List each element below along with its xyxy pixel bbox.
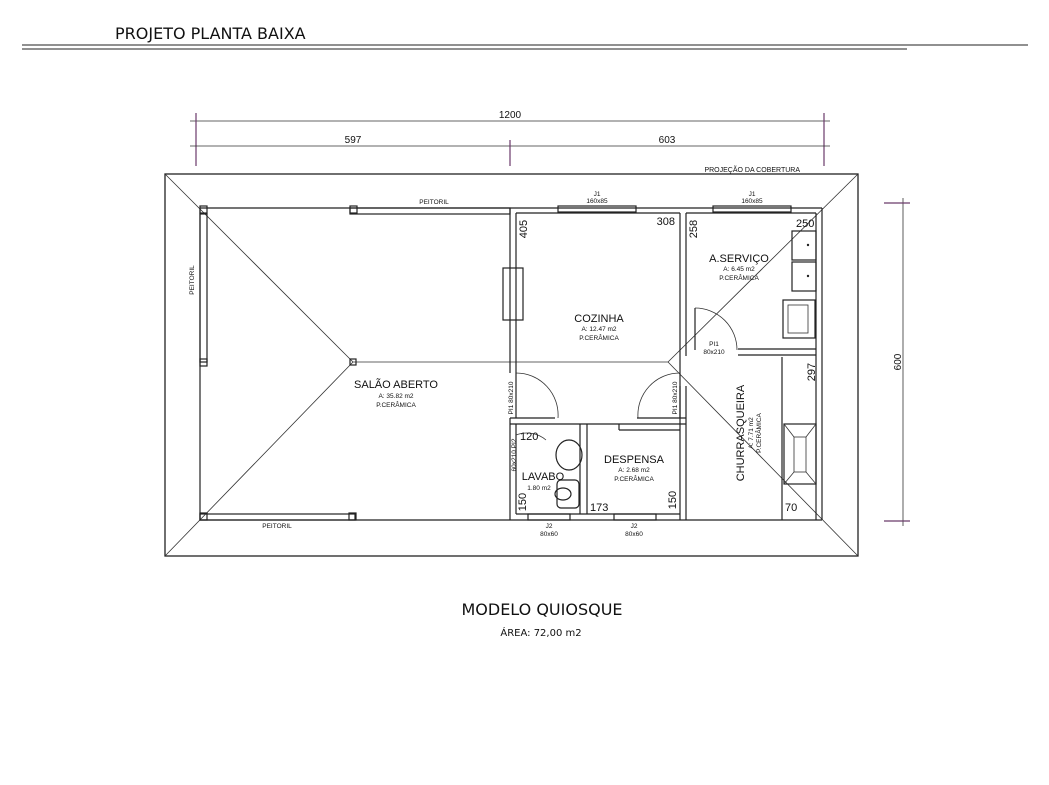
svg-text:258: 258 [688,220,700,238]
svg-text:P.CERÂMICA: P.CERÂMICA [376,400,416,409]
page-title: PROJETO PLANTA BAIXA [115,24,306,43]
dimension-top: 1200 597 603 [190,110,830,166]
svg-text:297: 297 [806,363,818,381]
door-label-4: 60x210 PI2 [511,438,518,471]
svg-text:308: 308 [657,216,675,228]
window-code-2: J1 [749,191,756,198]
dimension-right: 600 [884,198,910,526]
walls [199,205,823,521]
dim-total-depth: 600 [893,353,904,370]
svg-text:A.SERVIÇO: A.SERVIÇO [709,253,769,265]
door-label-1: PI1 80x210 [508,381,515,414]
svg-text:1.80 m2: 1.80 m2 [527,485,551,492]
svg-text:COZINHA: COZINHA [574,313,624,325]
svg-text:405: 405 [518,220,530,238]
svg-text:A: 7.71 m2: A: 7.71 m2 [748,417,755,449]
window-size-1: 160x85 [586,198,608,205]
window-code-4: J2 [631,523,638,530]
room-churrasqueira: CHURRASQUEIRA A: 7.71 m2 P.CERÂMICA [735,384,763,481]
door-size-3: 80x210 [703,349,725,356]
model-title: MODELO QUIOSQUE [461,600,622,619]
room-salao-aberto: SALÃO ABERTO A: 35.82 m2 P.CERÂMICA [354,378,438,409]
svg-text:A: 2.68 m2: A: 2.68 m2 [618,467,650,474]
svg-text:P.CERÂMICA: P.CERÂMICA [719,273,759,282]
svg-text:DESPENSA: DESPENSA [604,454,665,466]
room-area-servico: A.SERVIÇO A: 6.45 m2 P.CERÂMICA [709,253,769,282]
roof-projection: PROJEÇÃO DA COBERTURA [164,165,859,557]
window-size-2: 160x85 [741,198,763,205]
room-despensa: DESPENSA A: 2.68 m2 P.CERÂMICA [604,454,665,483]
svg-text:P.CERÂMICA: P.CERÂMICA [614,474,654,483]
room-cozinha: COZINHA A: 12.47 m2 P.CERÂMICA [574,313,624,342]
door-code-3: PI1 [709,341,719,348]
room-lavabo: LAVABO 1.80 m2 [522,471,565,492]
peitoril-bottom-label: PEITORIL [262,523,292,530]
window-size-3: 80x60 [540,531,558,538]
dim-total-width: 1200 [499,110,522,121]
doors: PI1 80x210 PI1 80x210 PI1 80x210 60x210 … [508,307,738,471]
room-dimensions: 405 308 258 250 297 70 120 150 173 150 [517,216,818,514]
window-code-3: J2 [546,523,553,530]
dim-right-width: 603 [659,135,676,146]
svg-text:A: 6.45 m2: A: 6.45 m2 [723,266,755,273]
windows: J1 160x85 J1 160x85 J2 80x60 J2 80x60 [527,191,792,538]
svg-text:CHURRASQUEIRA: CHURRASQUEIRA [735,384,747,481]
svg-text:SALÃO ABERTO: SALÃO ABERTO [354,378,438,391]
window-size-4: 80x60 [625,531,643,538]
roof-projection-label: PROJEÇÃO DA COBERTURA [704,165,800,174]
svg-text:150: 150 [517,493,529,511]
peitoril-left-label: PEITORIL [189,265,196,295]
svg-text:120: 120 [520,431,538,443]
door-label-2: PI1 80x210 [672,381,679,414]
svg-text:P.CERÂMICA: P.CERÂMICA [754,413,763,453]
svg-text:173: 173 [590,502,608,514]
svg-text:250: 250 [796,218,814,230]
window-code-1: J1 [594,191,601,198]
svg-text:A: 12.47 m2: A: 12.47 m2 [581,326,616,333]
svg-text:LAVABO: LAVABO [522,471,565,483]
svg-text:P.CERÂMICA: P.CERÂMICA [579,333,619,342]
model-area: ÁREA: 72,00 m2 [500,626,581,639]
svg-text:A: 35.82 m2: A: 35.82 m2 [378,393,413,400]
dim-left-width: 597 [345,135,362,146]
svg-text:150: 150 [667,491,679,509]
svg-text:70: 70 [785,502,797,514]
peitoril-top-label: PEITORIL [419,199,449,206]
